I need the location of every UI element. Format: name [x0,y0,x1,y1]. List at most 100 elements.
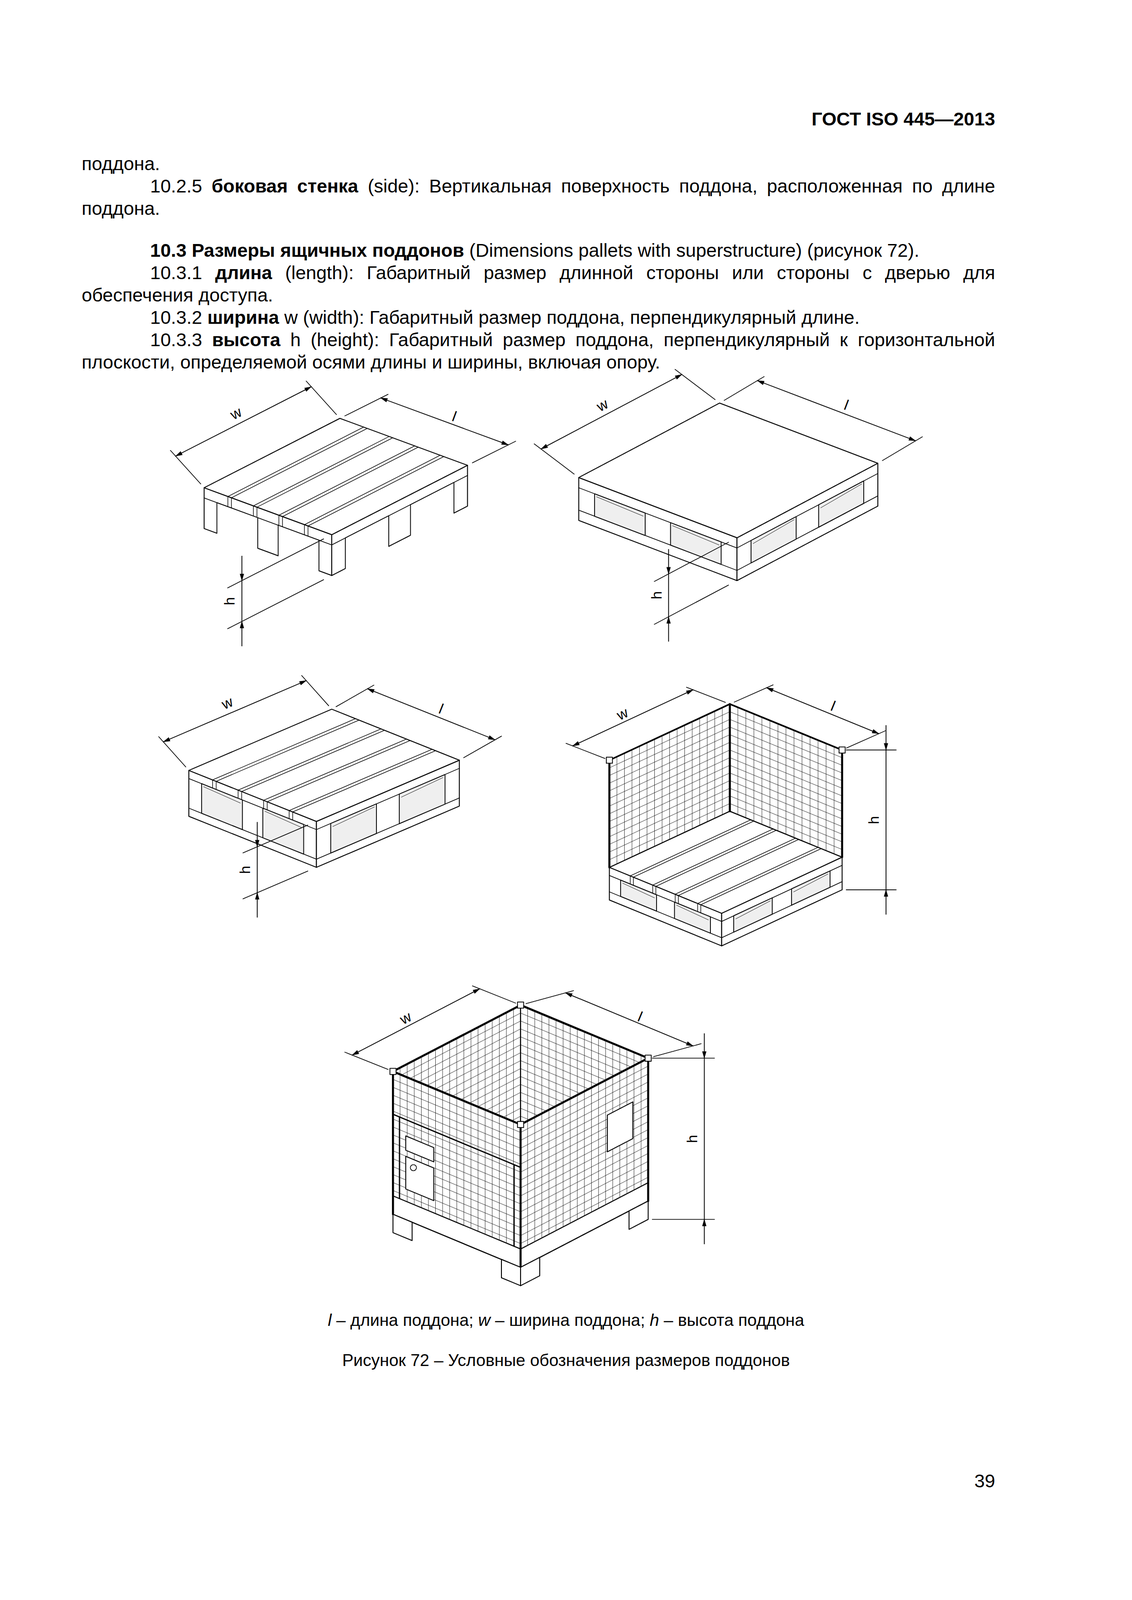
arrowhead [757,380,765,385]
extension-line [242,825,308,854]
board-gap [253,506,254,517]
extension-line [882,437,923,461]
opening-detail [332,807,375,827]
fork-opening [791,871,830,906]
body-text: w (width): Габаритный размер поддона, пе… [284,307,860,329]
corner-post [608,760,611,868]
term-text: 10.3 Размеры ящичных поддонов [150,239,465,261]
opening-detail [753,520,795,544]
body-text: 10.3.1 [150,262,203,284]
extension-line [472,441,516,463]
arrowhead [239,621,245,629]
mesh-wall [730,704,843,858]
arrowhead [255,892,260,900]
board-gap [278,515,280,526]
board-gap [700,849,822,906]
extension-line [675,369,716,400]
dimension-line [572,689,694,746]
fork-opening [345,516,389,570]
paragraph: 10.2.5 боковая стенка (side): Вертикальн… [81,175,996,220]
corner-post [391,1071,394,1215]
mesh-line [730,727,843,774]
arrowhead [871,729,879,734]
label-plate [607,1102,633,1153]
board-gap [282,447,419,517]
arrowhead [299,680,307,686]
paragraph: 10.3 Размеры ящичных поддонов (Dimension… [81,239,996,262]
extension-line [158,736,186,767]
page-header: ГОСТ ISO 445—2013 [811,108,996,131]
arrowhead [239,573,245,581]
block-edge [277,525,279,556]
fork-opening [278,525,319,572]
term-text: ширина [207,307,279,329]
board-gap [674,894,676,903]
mesh-line [609,757,731,814]
extension-line [846,889,897,891]
board-gap [307,526,308,537]
mesh-line [520,1098,649,1165]
extension-line [344,1052,389,1070]
extension-line [654,585,729,625]
fork-opening [670,522,722,565]
mesh-line [730,711,843,758]
foot [501,1259,521,1287]
post-cap [606,757,613,764]
mesh-line [609,719,731,776]
mesh-line [730,788,843,835]
corner-post [519,1124,522,1268]
mesh-wall [609,704,731,868]
mesh-line [609,780,731,837]
body-text-block: поддона.10.2.5 боковая стенка (side): Ве… [81,152,996,374]
block-edge [453,482,455,514]
mesh-line [730,803,843,851]
key-text: h [649,1311,660,1331]
arrowhead [666,616,671,624]
arrowhead [884,890,889,898]
arrowhead [352,1050,360,1056]
mesh-line [609,750,731,807]
dimension-line [241,556,243,647]
fork-opening [262,808,304,855]
fork-opening [330,804,377,854]
term-text: высота [212,329,281,351]
board-gap [697,903,698,913]
body-text: 10.2.5 [150,175,203,197]
arrowhead [884,743,889,751]
paragraph: 10.3.3 высота h (height): Габаритный раз… [81,328,996,374]
board-gap [256,438,393,508]
fork-opening [674,902,711,934]
fork-opening [818,480,864,527]
arrowhead [501,440,509,445]
mesh-wall [392,1071,521,1268]
arrowhead [565,993,573,998]
door-frame [513,1165,515,1247]
arrowhead [908,436,916,441]
board-gap [281,516,283,527]
opening-detail [793,874,829,893]
arrowhead [666,567,671,575]
dimension-line [163,680,307,742]
board-gap [697,847,819,904]
mesh-line [730,796,843,843]
board-gap [266,802,268,811]
board-gap [237,790,239,799]
mesh-line [730,780,843,827]
board-gap [231,428,368,498]
extension-line [306,380,337,415]
fork-opening [399,774,445,825]
arrowhead [175,451,183,457]
dimension-line [367,688,496,741]
paragraph: 10.3.1 длина (length): Габаритный размер… [81,261,996,307]
page-number: 39 [974,1471,996,1493]
block-edge [410,482,454,506]
mesh-wall [520,1058,649,1268]
dimension-label: l [435,701,446,717]
extension-line [301,675,329,706]
opening-detail [622,883,655,898]
mesh-line [392,1111,521,1165]
dimension-label: w [593,395,612,415]
label-plate [405,1136,434,1163]
board-gap [700,905,701,914]
plate-detail [410,1164,417,1171]
